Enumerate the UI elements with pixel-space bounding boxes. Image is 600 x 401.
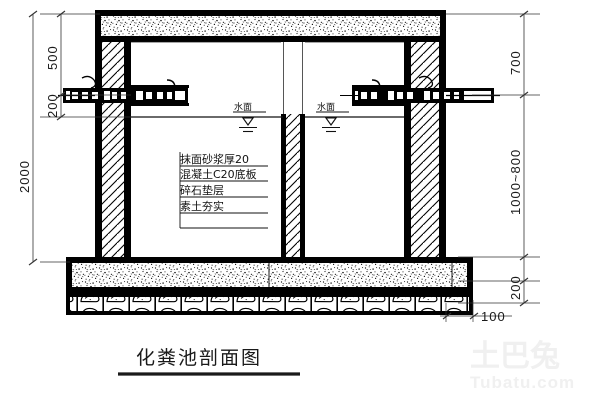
- water-level-right: 水面: [305, 101, 404, 133]
- base-slab: [66, 257, 473, 293]
- drawing-title-group: 化粪池剖面图: [118, 347, 300, 376]
- dimension-right-700: 700: [508, 50, 523, 75]
- dimension-right-200: 200: [508, 275, 523, 300]
- note-line-4: 素土夯实: [180, 199, 224, 213]
- watermark-logo: 土巴兔: [470, 340, 560, 373]
- dimension-right-1000-800: 1000~800: [508, 149, 523, 215]
- water-level-label-right: 水面: [317, 101, 335, 113]
- note-line-3: 碎石垫层: [180, 183, 224, 197]
- tank-structure: [66, 10, 473, 315]
- dimension-bottom-100: 100: [440, 300, 512, 324]
- left-exterior-wall: [95, 42, 131, 260]
- note-line-1: 抹面砂浆厚20: [180, 152, 249, 166]
- inlet-pipe-left: [58, 75, 189, 106]
- gravel-bed: [66, 293, 473, 315]
- dimension-left-500: 500: [45, 45, 60, 70]
- notes-block: 抹面砂浆厚20 混凝土C20底板 碎石垫层 素土夯实: [179, 152, 268, 229]
- top-slab: [95, 10, 446, 42]
- dimension-left-2000: 2000: [17, 160, 32, 193]
- watermark: 土巴兔 Tubatu.com: [470, 340, 575, 392]
- water-level-left: 水面: [131, 101, 283, 133]
- note-line-2: 混凝土C20底板: [180, 167, 257, 181]
- outlet-pipe-right: [340, 75, 500, 106]
- watermark-site: Tubatu.com: [470, 373, 575, 392]
- dimension-chain-right: 700 1000~800 200: [446, 10, 540, 307]
- right-exterior-wall: [404, 42, 446, 260]
- partition-wall-left: [281, 114, 305, 260]
- dimension-chain-left: 500 200 2000: [17, 10, 131, 266]
- water-level-label-left: 水面: [234, 101, 252, 113]
- page-title: 化粪池剖面图: [136, 347, 262, 369]
- dimension-bottom-100-label: 100: [481, 309, 506, 324]
- dimension-left-200: 200: [45, 93, 60, 118]
